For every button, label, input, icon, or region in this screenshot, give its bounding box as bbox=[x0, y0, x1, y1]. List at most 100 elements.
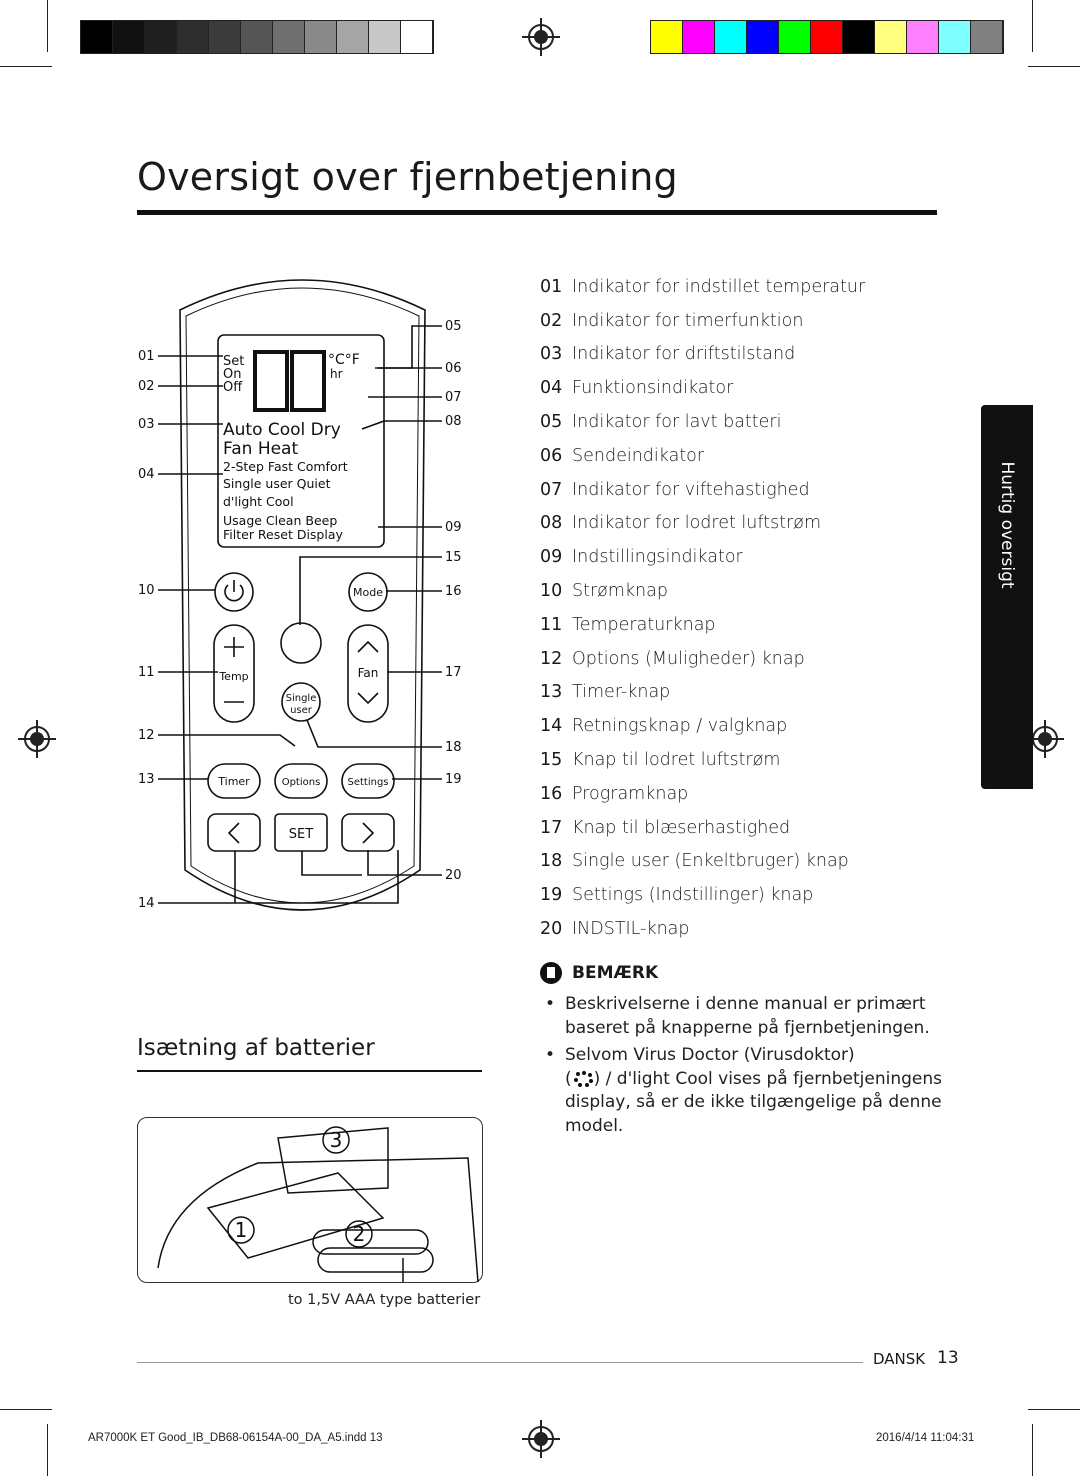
legend-text: Settings (Indstillinger) knap bbox=[572, 885, 814, 906]
legend-number: 01 bbox=[540, 276, 563, 297]
legend-number: 07 bbox=[540, 479, 563, 500]
fan-button-outline bbox=[347, 624, 389, 723]
mode-button-label: Mode bbox=[353, 586, 383, 599]
callout-number: 16 bbox=[445, 584, 462, 599]
timer-button-label: Timer bbox=[217, 775, 250, 788]
legend-text: Indikator for driftstilstand bbox=[572, 344, 796, 365]
chevron-down-icon bbox=[357, 692, 379, 705]
legend-text: Options (Muligheder) knap bbox=[572, 648, 805, 669]
display-degree: °C°F bbox=[328, 352, 360, 368]
callout-line bbox=[299, 556, 442, 625]
legend-text: INDSTIL-knap bbox=[572, 919, 690, 940]
color-swatch bbox=[747, 21, 779, 53]
options-button-label: Options bbox=[282, 777, 321, 788]
color-swatch bbox=[811, 21, 843, 53]
options-button-outline bbox=[274, 763, 328, 799]
page-title: Oversigt over fjernbetjening bbox=[137, 155, 678, 199]
legend-number: 05 bbox=[540, 412, 563, 433]
crop-mark bbox=[1028, 1409, 1080, 1410]
callout-number: 03 bbox=[138, 417, 155, 432]
callout-number: 07 bbox=[445, 390, 462, 405]
legend-text: Timer-knap bbox=[572, 682, 671, 703]
callout-number: 13 bbox=[138, 772, 155, 787]
imprint-file: AR7000K ET Good_IB_DB68-06154A-00_DA_A5.… bbox=[88, 1432, 383, 1444]
battery-icon bbox=[312, 1229, 429, 1255]
footer-divider bbox=[137, 1362, 863, 1363]
callout-number: 01 bbox=[138, 349, 155, 364]
callout-number: 09 bbox=[445, 520, 462, 535]
settings-button-outline bbox=[341, 763, 395, 799]
grey-swatch bbox=[369, 21, 401, 53]
callout-number: 06 bbox=[445, 361, 462, 376]
crop-mark bbox=[1032, 1424, 1033, 1476]
callout-line bbox=[306, 719, 442, 748]
legend-number: 03 bbox=[540, 344, 563, 365]
right-button-outline bbox=[341, 813, 395, 852]
legend-number: 04 bbox=[540, 378, 563, 399]
note-heading: BEMÆRK bbox=[540, 962, 658, 984]
grey-swatch bbox=[209, 21, 241, 53]
crop-mark bbox=[47, 0, 48, 52]
callout-number: 04 bbox=[138, 467, 155, 482]
legend-text: Programknap bbox=[572, 783, 689, 804]
remote-body-inner-outline bbox=[185, 287, 420, 904]
legend-number: 19 bbox=[540, 885, 563, 906]
timer-button-outline bbox=[207, 763, 261, 799]
display-func-4: Usage Clean Beep bbox=[223, 513, 337, 528]
legend-number: 15 bbox=[540, 750, 563, 771]
set-button-outline bbox=[274, 813, 328, 852]
chevron-left-icon bbox=[227, 822, 240, 844]
grey-swatch bbox=[337, 21, 369, 53]
legend-number: 20 bbox=[540, 919, 563, 940]
digit-segment-box bbox=[253, 350, 289, 412]
digit-segment-box bbox=[290, 350, 326, 412]
page-number: 13 bbox=[937, 1348, 959, 1368]
grey-swatch bbox=[401, 21, 433, 53]
callout-line bbox=[361, 420, 442, 430]
display-func-2: Single user Quiet bbox=[223, 476, 331, 491]
color-swatch bbox=[651, 21, 683, 53]
battery-caption: to 1,5V AAA type batterier bbox=[288, 1292, 481, 1308]
virus-doctor-icon bbox=[572, 1070, 594, 1087]
note-list: Beskrivelserne i denne manual er primært… bbox=[545, 993, 945, 1142]
legend-row: 03 Indikator for driftstilstand bbox=[540, 338, 940, 372]
legend-number: 17 bbox=[540, 817, 563, 838]
battery-icon bbox=[317, 1247, 434, 1273]
legend-text: Indikator for timerfunktion bbox=[572, 310, 804, 331]
set-button-label: SET bbox=[289, 827, 313, 842]
temp-button-outline bbox=[213, 624, 255, 723]
legend-row: 20 INDSTIL-knap bbox=[540, 912, 940, 946]
callout-number: 11 bbox=[138, 665, 155, 680]
remote-control-diagram: Set On Off °C°F hr Auto Cool Dry Fan Hea… bbox=[138, 279, 462, 911]
crop-mark bbox=[1032, 0, 1033, 52]
grey-swatch bbox=[177, 21, 209, 53]
legend-text: Temperaturknap bbox=[572, 614, 716, 635]
callout-number: 20 bbox=[445, 868, 462, 883]
registration-mark-icon bbox=[1026, 720, 1064, 758]
remote-display-outline bbox=[217, 334, 385, 548]
title-divider bbox=[137, 210, 937, 215]
crop-mark bbox=[1028, 66, 1080, 67]
grey-swatch bbox=[113, 21, 145, 53]
legend-text: Strømknap bbox=[572, 581, 668, 602]
note-heading-text: BEMÆRK bbox=[572, 963, 659, 983]
plus-icon bbox=[224, 637, 244, 657]
display-hr: hr bbox=[330, 367, 343, 381]
callout-line bbox=[378, 325, 442, 369]
single-user-button-outline bbox=[281, 682, 321, 722]
callout-number: 15 bbox=[445, 550, 462, 565]
callout-number: 12 bbox=[138, 728, 155, 743]
color-swatch bbox=[683, 21, 715, 53]
legend-text: Sendeindikator bbox=[572, 445, 705, 466]
legend-text: Retningsknap / valgknap bbox=[572, 716, 788, 737]
